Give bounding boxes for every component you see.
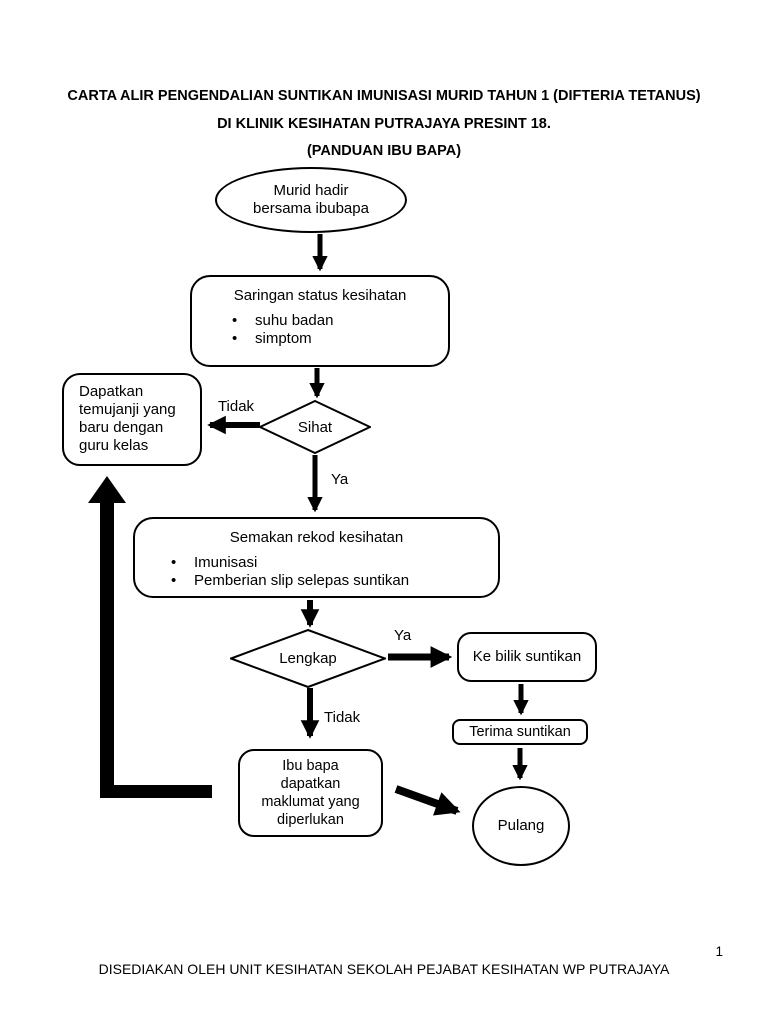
bullet-icon: • bbox=[232, 329, 238, 347]
bullet-icon: • bbox=[232, 312, 238, 329]
process-box-semakan: Semakan rekod kesihatan • Imunisasi • Pe… bbox=[133, 517, 500, 598]
list-item: • Imunisasi bbox=[135, 554, 498, 572]
page-number: 1 bbox=[715, 944, 723, 959]
decision-label: Lengkap bbox=[279, 650, 337, 667]
page-title: CARTA ALIR PENGENDALIAN SUNTIKAN IMUNISA… bbox=[0, 83, 768, 166]
decision-diamond-sihat: Sihat bbox=[259, 400, 371, 454]
semakan-title: Semakan rekod kesihatan bbox=[229, 529, 404, 546]
footer-text: DISEDIAKAN OLEH UNIT KESIHATAN SEKOLAH P… bbox=[98, 961, 670, 977]
list-item: • simptom bbox=[192, 330, 448, 348]
start-node-murid-hadir: Murid hadir bersama ibubapa bbox=[215, 167, 407, 233]
bullet-icon: • bbox=[171, 554, 177, 571]
loop-arrow-horizontal bbox=[100, 785, 212, 798]
bullet-text: simptom bbox=[255, 329, 312, 347]
process-box-temujanji: Dapatkan temujanji yang baru dengan guru… bbox=[62, 373, 202, 466]
saringan-title: Saringan status kesihatan bbox=[233, 287, 407, 304]
list-item: • suhu badan bbox=[192, 312, 448, 330]
process-box-terima-suntikan: Terima suntikan bbox=[452, 719, 588, 745]
branch-label-ya: Ya bbox=[394, 627, 412, 644]
decision-diamond-lengkap: Lengkap bbox=[230, 629, 386, 688]
loop-arrow-up-icon bbox=[88, 476, 126, 503]
decision-label: Sihat bbox=[297, 418, 333, 436]
bullet-icon: • bbox=[171, 571, 177, 589]
title-line-2: DI KLINIK KESIHATAN PUTRAJAYA PRESINT 18… bbox=[217, 115, 551, 132]
end-node-pulang: Pulang bbox=[472, 786, 570, 866]
title-line-3: (PANDUAN IBU BAPA) bbox=[306, 143, 462, 159]
branch-label-tidak: Tidak bbox=[324, 709, 361, 726]
bullet-text: suhu badan bbox=[255, 312, 334, 329]
diamond-shape bbox=[230, 629, 386, 688]
loop-arrow-vertical bbox=[100, 499, 114, 798]
bullet-text: Pemberian slip selepas suntikan bbox=[194, 571, 410, 589]
list-item: • Pemberian slip selepas suntikan bbox=[135, 572, 498, 590]
arrow-ibubapa-to-pulang bbox=[394, 785, 461, 816]
process-box-saringan: Saringan status kesihatan • suhu badan •… bbox=[190, 275, 450, 367]
diamond-shape bbox=[259, 400, 371, 454]
semakan-list: • Imunisasi • Pemberian slip selepas sun… bbox=[135, 554, 498, 589]
process-box-ke-bilik-suntikan: Ke bilik suntikan bbox=[457, 632, 597, 682]
bullet-text: Imunisasi bbox=[194, 554, 258, 571]
process-box-ibubapa-maklumat: Ibu bapa dapatkan maklumat yang diperluk… bbox=[238, 749, 383, 837]
title-line-1: CARTA ALIR PENGENDALIAN SUNTIKAN IMUNISA… bbox=[67, 88, 701, 104]
branch-label-ya: Ya bbox=[331, 471, 349, 488]
saringan-list: • suhu badan • simptom bbox=[192, 312, 448, 347]
branch-label-tidak: Tidak bbox=[217, 398, 255, 415]
